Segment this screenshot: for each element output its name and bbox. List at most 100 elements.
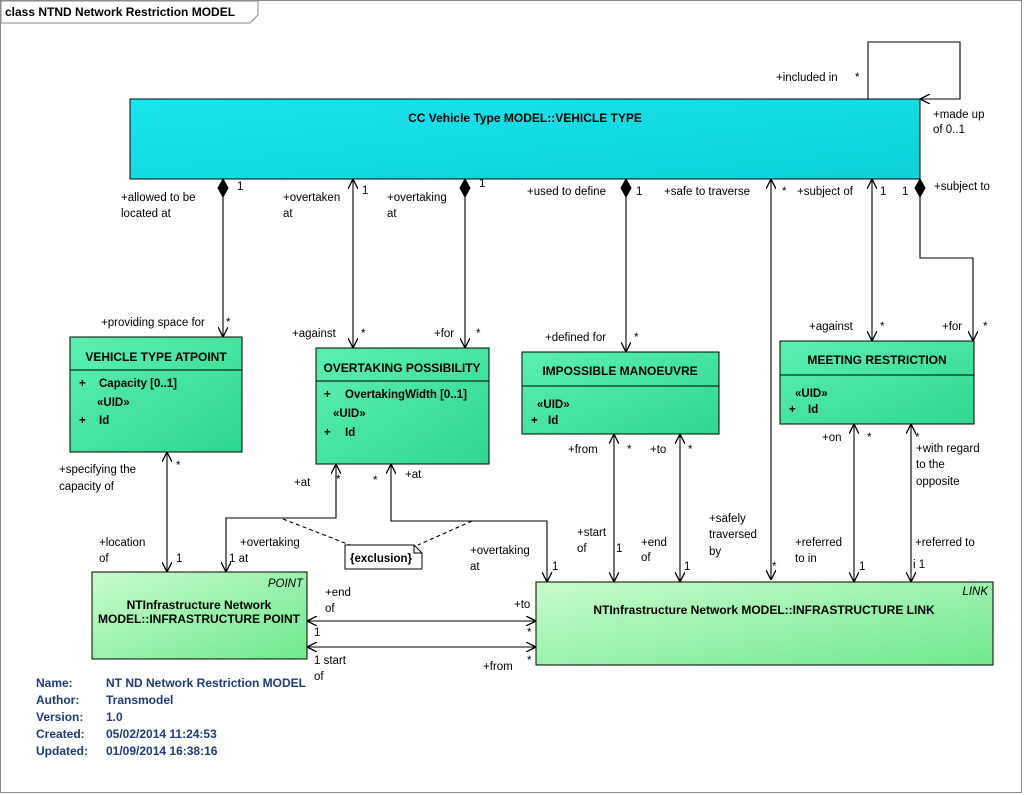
lbl-one: 1 xyxy=(362,185,368,197)
lbl-on: +on xyxy=(822,432,842,444)
im-stereotype: «UID» xyxy=(537,399,570,411)
info-row: Author: Transmodel xyxy=(36,693,306,710)
lbl-to: +to xyxy=(514,599,530,611)
class-overtaking-possibility[interactable]: OVERTAKING POSSIBILITY + OvertakingWidth… xyxy=(315,347,490,465)
lbl-allowed-2: located at xyxy=(121,208,172,220)
info-key: Author: xyxy=(36,693,80,707)
lbl-made-up-2: of 0..1 xyxy=(933,124,965,136)
class-infrastructure-point[interactable]: POINT NTInfrastructure Network MODEL::IN… xyxy=(91,571,308,660)
lbl-star: * xyxy=(373,475,378,487)
point-name-1: NTInfrastructure Network xyxy=(127,598,272,612)
op-name: OVERTAKING POSSIBILITY xyxy=(323,361,480,375)
lbl-referred-in-2: to in xyxy=(795,553,817,565)
lbl-end-of-1: +end xyxy=(325,587,351,599)
info-value: Transmodel xyxy=(106,693,174,707)
lbl-allowed-1: +allowed to be xyxy=(121,192,196,204)
info-value: NT ND Network Restriction MODEL xyxy=(106,676,307,690)
point-tag: POINT xyxy=(268,578,304,590)
diamond-overtaking xyxy=(459,177,471,199)
note-exclusion[interactable]: {exclusion} xyxy=(344,544,423,570)
diamond-subject-to xyxy=(914,177,926,199)
lbl-safe-to-traverse: +safe to traverse xyxy=(664,186,750,198)
assoc-op-point xyxy=(226,464,336,572)
mr-key-id: Id xyxy=(808,404,818,416)
class-vehicle-type-at-point[interactable]: VEHICLE TYPE ATPOINT + Capacity [0..1] «… xyxy=(69,336,243,453)
lbl-star: * xyxy=(915,432,920,444)
im-key-id: Id xyxy=(548,415,558,427)
class-vehicle-type-name: CC Vehicle Type MODEL::VEHICLE TYPE xyxy=(408,111,642,125)
lbl-end-2: of xyxy=(641,552,651,564)
mr-stereotype: «UID» xyxy=(795,388,828,400)
point-name-2: MODEL::INFRASTRUCTURE POINT xyxy=(98,612,301,626)
lbl-star: * xyxy=(867,432,872,444)
lbl-at: +at xyxy=(294,477,311,489)
lbl-included-in: +included in xyxy=(776,72,838,84)
lbl-one: 1 xyxy=(859,561,865,573)
lbl-star: * xyxy=(527,627,532,639)
composition-diamonds xyxy=(217,177,926,199)
frame-title: class NTND Network Restriction MODEL xyxy=(5,5,235,19)
assoc-subject-to xyxy=(919,197,973,341)
op-key-vis: + xyxy=(324,427,331,439)
info-row: Name:NT ND Network Restriction MODEL xyxy=(36,676,306,693)
lbl-subject-of: +subject of xyxy=(797,186,854,198)
lbl-end-of-2: of xyxy=(325,603,335,615)
note-link-a xyxy=(282,518,351,546)
lbl-with-regard-3: opposite xyxy=(916,476,959,488)
lbl-at: +at xyxy=(405,469,422,481)
op-attr-width: OvertakingWidth [0..1] xyxy=(345,389,467,401)
vtap-attr-capacity: Capacity [0..1] xyxy=(99,378,177,390)
class-impossible-manoeuvre[interactable]: IMPOSSIBLE MANOEUVRE «UID» + Id xyxy=(521,351,720,435)
lbl-location-1: +location xyxy=(99,537,145,549)
lbl-providing-space: +providing space for xyxy=(101,317,205,329)
lbl-star: * xyxy=(527,655,532,667)
lbl-with-regard-2: to the xyxy=(916,459,945,471)
lbl-star: * xyxy=(176,460,181,472)
lbl-to: +to xyxy=(650,444,666,456)
class-meeting-restriction[interactable]: MEETING RESTRICTION «UID» + Id xyxy=(779,340,975,425)
op-key-id: Id xyxy=(345,427,355,439)
lbl-star: * xyxy=(634,332,639,344)
frame-tab: class NTND Network Restriction MODEL xyxy=(0,0,259,24)
lbl-star: * xyxy=(476,328,481,340)
lbl-star: * xyxy=(983,321,988,333)
lbl-referred-to: +referred to xyxy=(915,537,975,549)
info-row: Version:1.0 xyxy=(36,710,306,727)
vtap-attr-vis: + xyxy=(79,378,86,390)
lbl-overtaking-2: at xyxy=(387,208,397,220)
lbl-specifying-2: capacity of xyxy=(59,481,115,493)
class-infrastructure-link[interactable]: LINK NTInfrastructure Network MODEL::INF… xyxy=(535,581,994,666)
lbl-start-of-1: 1 start xyxy=(314,655,347,667)
info-key: Updated: xyxy=(36,744,88,758)
lbl-from: +from xyxy=(483,661,513,673)
lbl-star: * xyxy=(772,561,777,573)
lbl-one: 1 xyxy=(880,186,886,198)
associations xyxy=(167,41,973,647)
lbl-one: 1 xyxy=(616,543,622,555)
lbl-safely-3: by xyxy=(709,546,721,558)
vtap-key-id: Id xyxy=(99,415,109,427)
link-name: NTInfrastructure Network MODEL::INFRASTR… xyxy=(593,603,935,617)
lbl-location-2: of xyxy=(99,553,109,565)
lbl-one: 1 xyxy=(314,627,320,639)
lbl-star: * xyxy=(880,321,885,333)
lbl-made-up-1: +made up xyxy=(933,109,984,121)
diamond-used-to-define xyxy=(620,177,632,199)
lbl-overtaking-at-1: +overtaking xyxy=(240,537,300,549)
class-vehicle-type[interactable]: CC Vehicle Type MODEL::VEHICLE TYPE xyxy=(129,98,921,180)
lbl-star: * xyxy=(336,474,341,486)
lbl-specifying-1: +specifying the xyxy=(59,464,136,476)
info-key: Created: xyxy=(36,727,85,741)
lbl-one: 1 xyxy=(552,561,558,573)
lbl-overtaken-1: +overtaken xyxy=(283,192,340,204)
lbl-start-2: of xyxy=(577,543,587,555)
lbl-start-of-2: of xyxy=(314,671,324,683)
info-row: Created:05/02/2014 11:24:53 xyxy=(36,727,306,744)
lbl-with-regard-1: +with regard xyxy=(916,443,980,455)
lbl-from: +from xyxy=(568,444,598,456)
diagram-info: Name:NT ND Network Restriction MODEL Aut… xyxy=(36,676,306,761)
vtap-name: VEHICLE TYPE ATPOINT xyxy=(85,350,227,364)
lbl-one: 1 xyxy=(636,186,642,198)
note-text: {exclusion} xyxy=(350,553,413,565)
